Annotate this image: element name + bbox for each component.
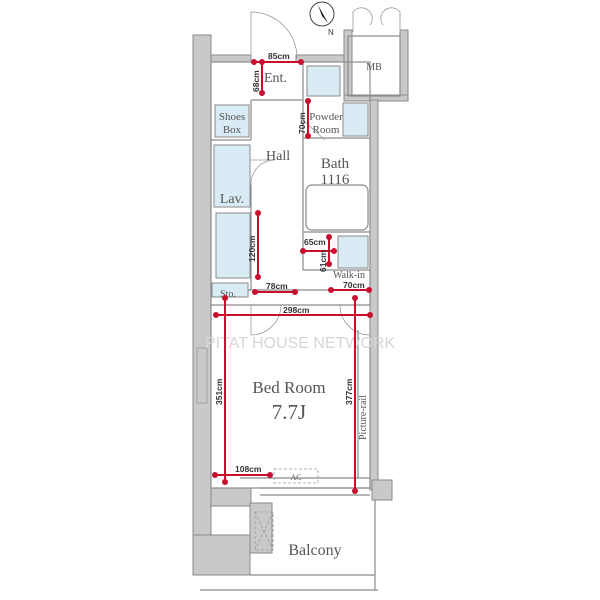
dim-hall-door-width: 78cm	[266, 281, 288, 291]
dim-walkin-door-width: 70cm	[343, 280, 365, 290]
label-storage: Sto.	[220, 289, 236, 300]
dim-bedroom-right-depth: 377cm	[344, 378, 354, 405]
label-picture-rail: Picture-rail	[358, 395, 369, 440]
label-lavatory: Lav.	[220, 192, 244, 207]
dim-ent-depth: 68cm	[251, 70, 261, 92]
label-bedroom-size: 7.7J	[272, 400, 306, 424]
label-bath: Bath	[321, 156, 350, 172]
label-shoes-box-2: Box	[223, 124, 242, 136]
watermark: PITAT HOUSE NETWORK	[205, 335, 396, 352]
dimension-lines	[212, 59, 373, 494]
storage	[211, 282, 249, 298]
lavatory-sink	[215, 212, 251, 279]
label-bedroom: Bed Room	[252, 378, 325, 397]
compass-icon: N	[309, 1, 335, 37]
dim-walkin-depth: 61cm	[318, 250, 328, 272]
label-powder-room-1: Powder	[309, 111, 343, 123]
room-labels: Ent. Shoes Box Hall Powder Room Bath 111…	[219, 62, 382, 559]
dim-hall-length: 120cm	[247, 235, 257, 262]
bathtub	[305, 184, 369, 231]
balcony-hatch	[254, 511, 274, 551]
meter-box	[347, 35, 401, 97]
toilet	[342, 102, 369, 137]
label-bath-size: 1116	[321, 172, 350, 188]
doors	[250, 7, 401, 336]
label-hall: Hall	[266, 149, 290, 164]
fixtures	[211, 35, 401, 551]
label-shoes-box-1: Shoes	[219, 111, 245, 123]
dim-bedroom-width: 298cm	[283, 305, 310, 315]
dim-walkin-width: 65cm	[304, 237, 326, 247]
label-ac: AC	[290, 473, 301, 482]
walk-in-shelf	[337, 235, 369, 269]
ac-unit	[273, 468, 319, 484]
label-meter-box: MB	[366, 62, 382, 73]
walls	[192, 29, 409, 576]
dim-bedroom-left-depth: 351cm	[214, 378, 224, 405]
powder-basin	[306, 65, 341, 97]
label-powder-room-2: Room	[313, 124, 340, 136]
label-walk-in: Walk-in	[333, 270, 365, 281]
shoes-box	[214, 104, 250, 138]
label-entrance: Ent.	[264, 71, 287, 86]
label-balcony: Balcony	[288, 542, 341, 559]
compass-north-label: N	[328, 28, 334, 37]
washing-machine	[213, 144, 251, 208]
dim-bedroom-nook-width: 108cm	[235, 464, 262, 474]
dimension-labels: 85cm 68cm 70cm 120cm 65cm 61cm 78cm 70cm…	[214, 51, 365, 474]
dim-ent-width: 85cm	[268, 51, 290, 61]
dim-powder-depth: 70cm	[297, 112, 307, 134]
